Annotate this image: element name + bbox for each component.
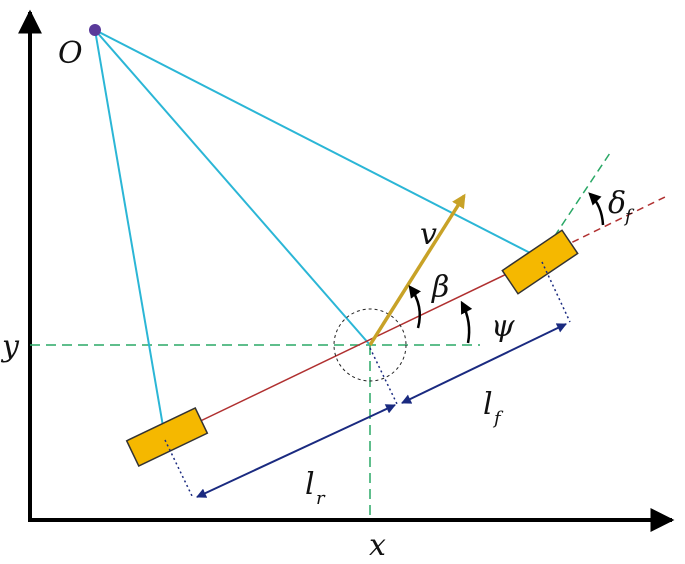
rear-wheel [125, 406, 209, 468]
beta-angle-arc [408, 284, 421, 329]
velocity-label: v [420, 217, 437, 252]
cg-dim-extension [369, 347, 398, 405]
beta-label: β [431, 270, 449, 305]
front-length-dimension [401, 323, 567, 404]
radius-line-cg [94, 29, 371, 346]
front-wheel [501, 229, 579, 295]
origin-label: O [58, 36, 83, 71]
front-steer-guide [539, 149, 613, 259]
front-length-subscript: f [492, 408, 504, 429]
radius-line-rear [94, 29, 166, 439]
front-dim-extension [541, 261, 571, 323]
y-axis-label: y [0, 329, 20, 364]
psi-angle-arc [460, 300, 473, 344]
rear-length-subscript: r [316, 488, 326, 509]
origin-point [89, 24, 101, 36]
psi-label: ψ [491, 309, 515, 344]
radius-line-front [94, 29, 541, 259]
rear-length-label: l [305, 467, 315, 502]
delta-angle-arc [588, 192, 605, 226]
delta-subscript: f [623, 206, 635, 227]
rear-dim-extension [164, 439, 194, 499]
front-length-label: l [483, 387, 493, 422]
delta-label: δ [608, 186, 626, 221]
velocity-vector [368, 193, 466, 346]
x-axis-label: x [369, 528, 386, 563]
rear-length-dimension [196, 404, 396, 498]
